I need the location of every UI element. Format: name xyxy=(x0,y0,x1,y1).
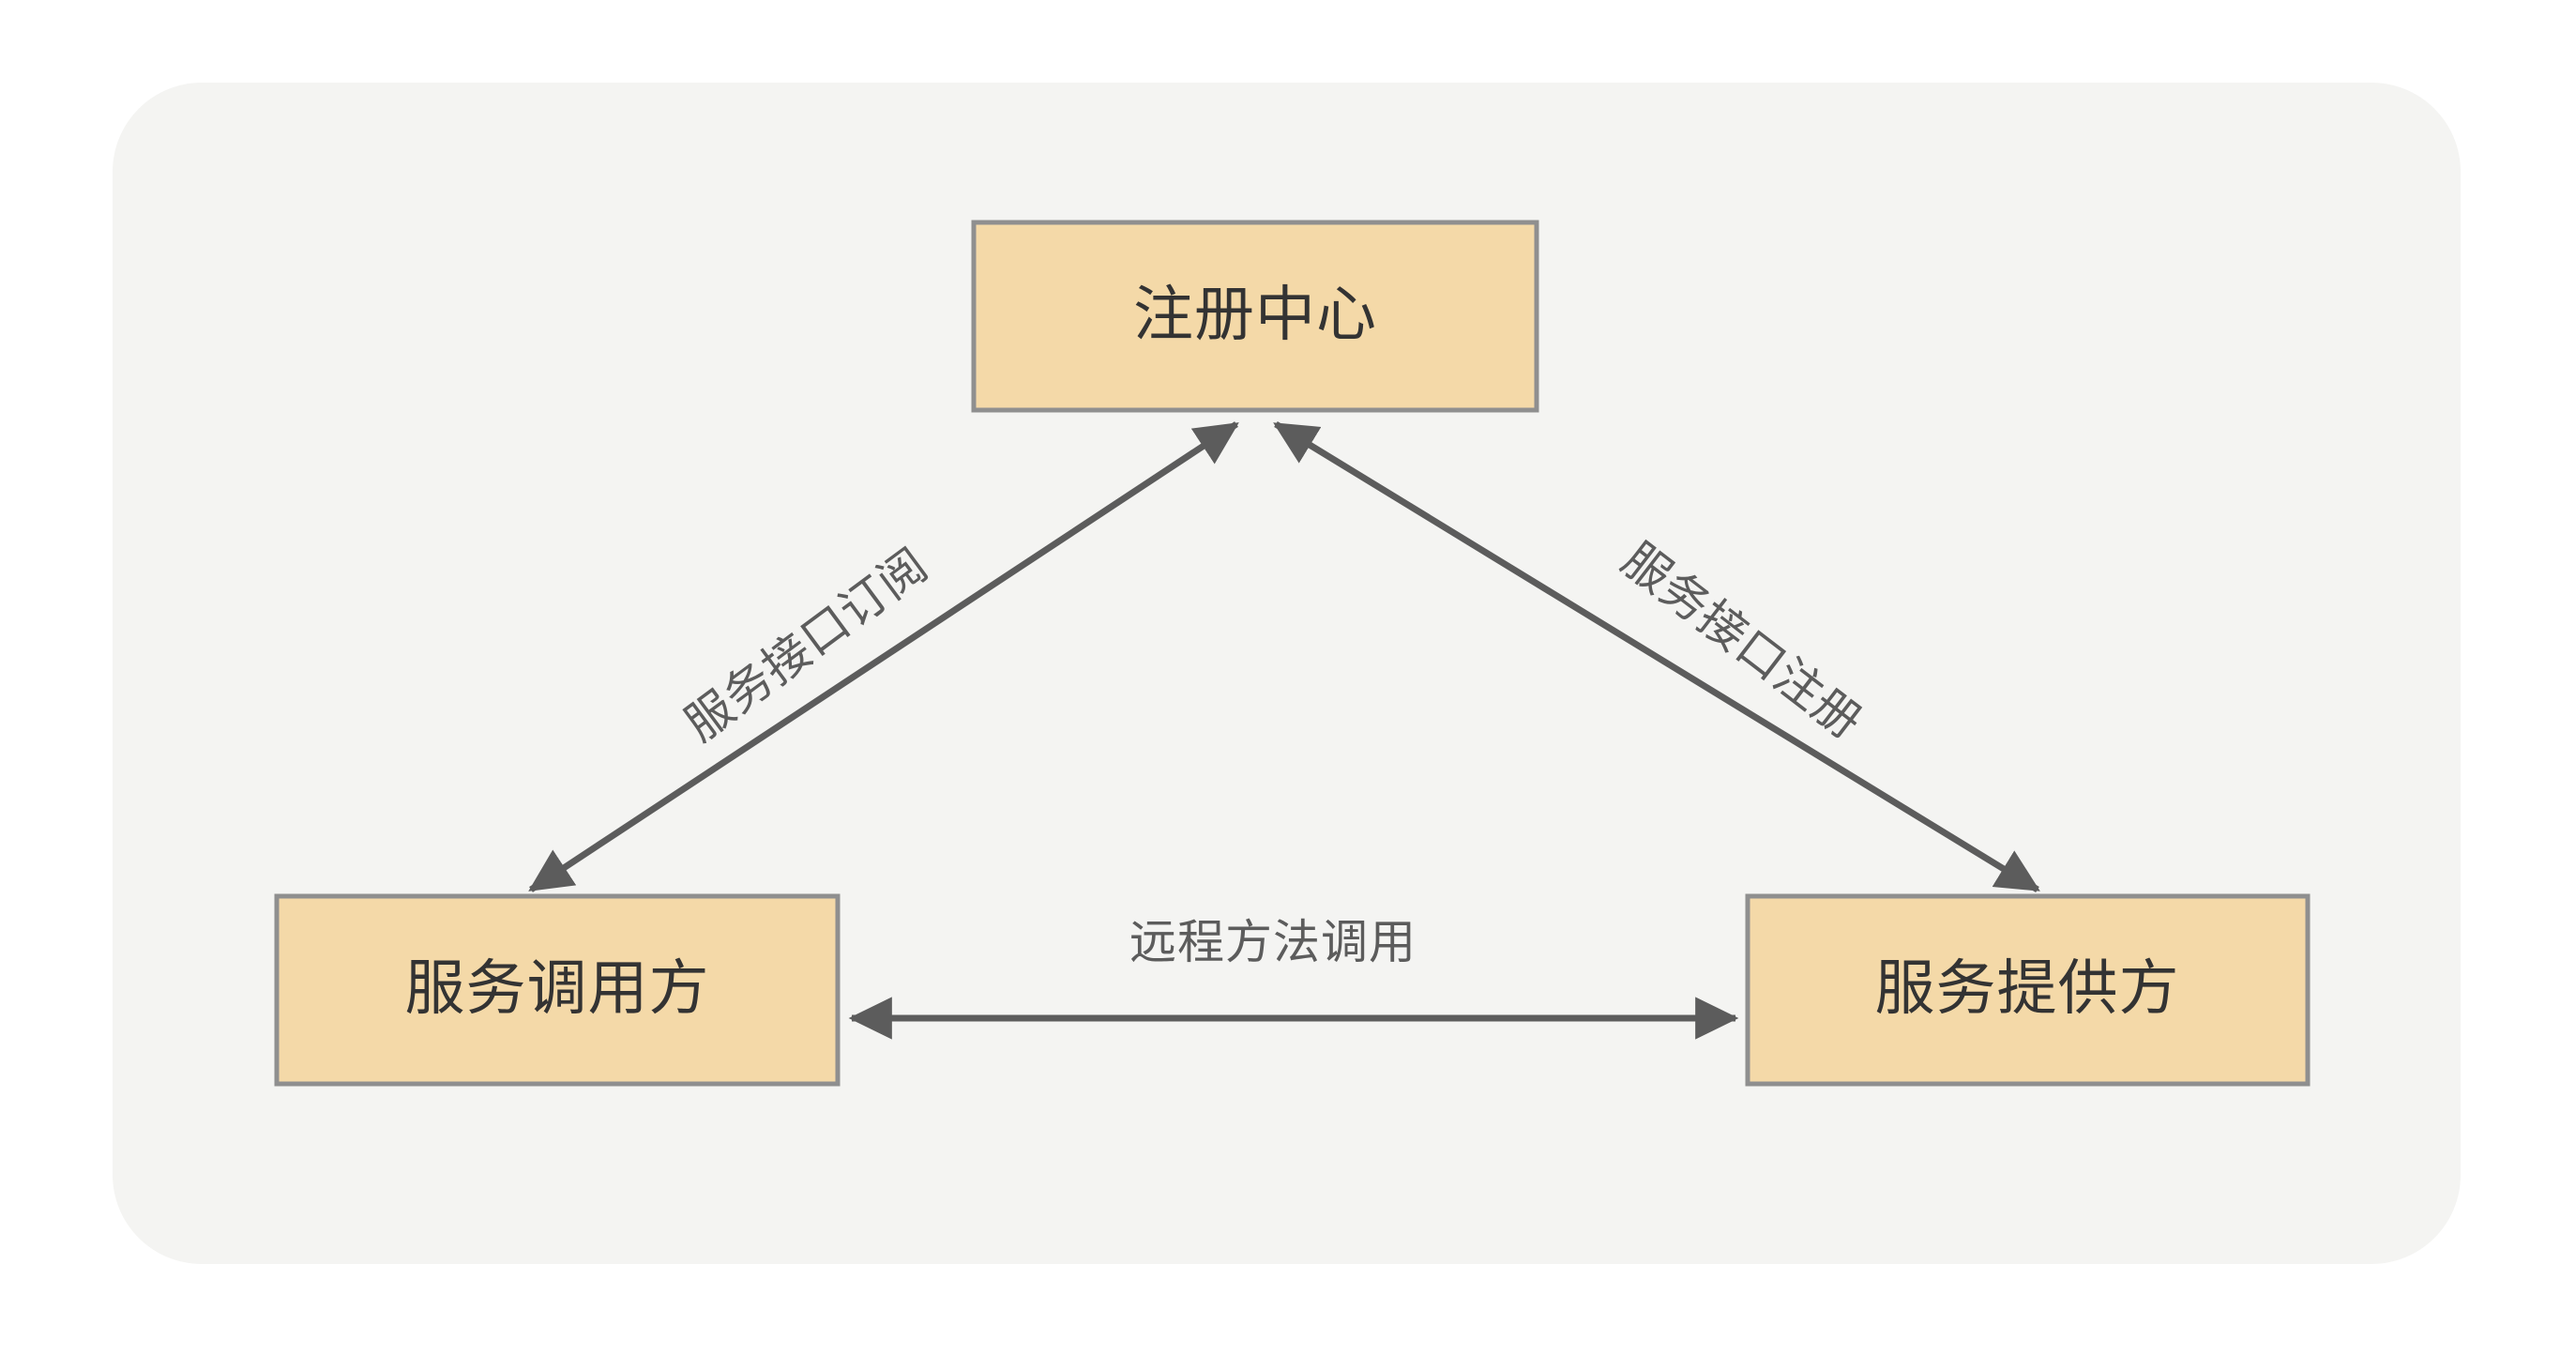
edge-invoke-label: 远程方法调用 xyxy=(1129,916,1417,968)
edge-invoke: 远程方法调用 xyxy=(848,916,1739,1040)
edge-register-line xyxy=(1273,421,2040,892)
node-provider[interactable]: 服务提供方 xyxy=(1745,893,2311,1087)
node-registry[interactable]: 注册中心 xyxy=(971,220,1539,413)
node-registry-box[interactable] xyxy=(971,220,1539,413)
node-provider-box[interactable] xyxy=(1745,893,2311,1087)
node-consumer-label: 服务调用方 xyxy=(405,954,710,1022)
node-consumer[interactable]: 服务调用方 xyxy=(274,893,841,1087)
edge-subscribe-line xyxy=(528,421,1239,892)
node-registry-label: 注册中心 xyxy=(1133,281,1377,348)
node-provider-label: 服务提供方 xyxy=(1875,954,2180,1022)
node-consumer-box[interactable] xyxy=(274,893,841,1087)
